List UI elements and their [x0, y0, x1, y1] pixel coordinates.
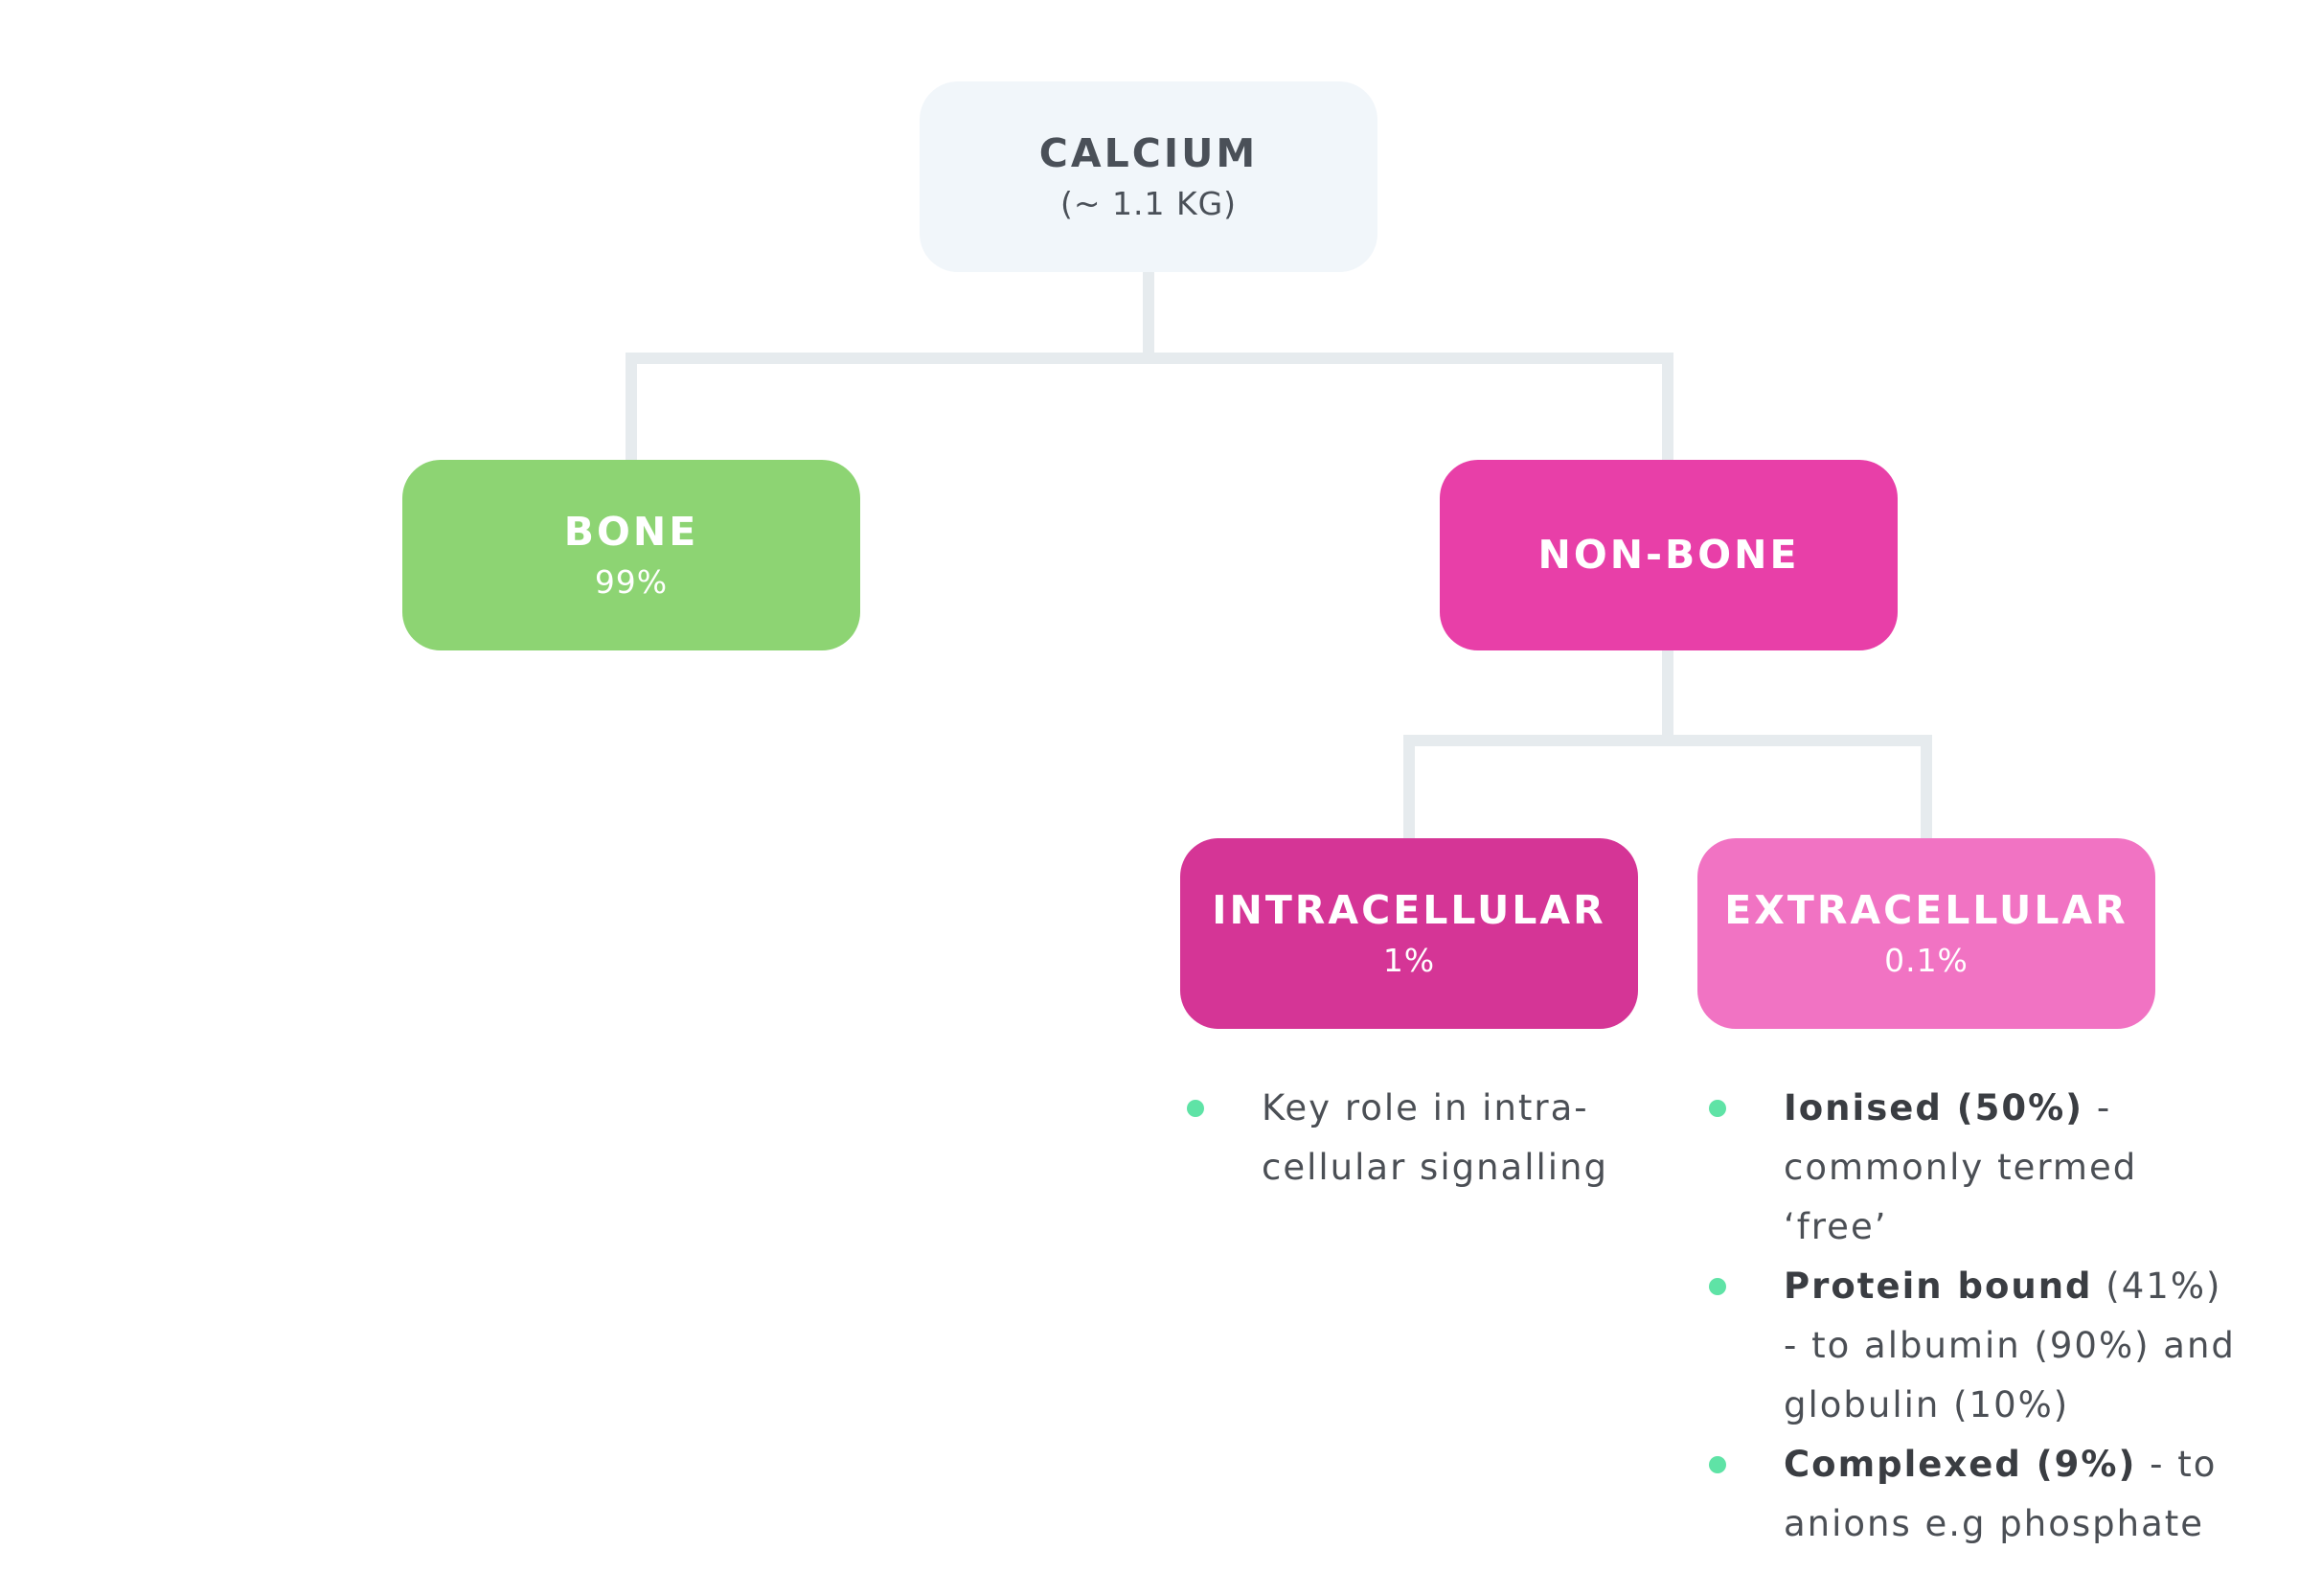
calcium-amount: (~ 1.1 KG) [1059, 185, 1238, 223]
note-text: Key role in intra-cellular signalling [1262, 1087, 1608, 1188]
note-detail: (41%) - to albumin (90%) and globulin (1… [1784, 1265, 2236, 1425]
intracellular-notes-list: Key role in intra-cellular signalling [1180, 1079, 1640, 1197]
list-item: Complexed (9%) - to anions e.g phosphate [1702, 1435, 2239, 1554]
extracellular-title: EXTRACELLULAR [1724, 887, 2128, 934]
intracellular-node: INTRACELLULAR 1% [1180, 838, 1638, 1029]
non-bone-node: NON-BONE [1440, 460, 1898, 650]
list-item: Ionised (50%) - commonly termed ‘free’ [1702, 1079, 2239, 1257]
note-term: Complexed (9%) [1784, 1444, 2137, 1485]
note-term: Ionised (50%) [1784, 1087, 2084, 1129]
note-term: Protein bound [1784, 1265, 2093, 1307]
extracellular-node: EXTRACELLULAR 0.1% [1697, 838, 2155, 1029]
extracellular-percentage: 0.1% [1884, 942, 1969, 980]
calcium-node: CALCIUM (~ 1.1 KG) [920, 81, 1377, 272]
intracellular-title: INTRACELLULAR [1212, 887, 1606, 934]
bullet-dot-icon [1709, 1278, 1726, 1295]
connector-nonbone-to-level2 [1403, 645, 1932, 844]
bone-node: BONE 99% [402, 460, 860, 650]
bone-percentage: 99% [594, 563, 669, 602]
note-detail: - commonly termed ‘free’ [1784, 1087, 2138, 1247]
bullet-dot-icon [1709, 1100, 1726, 1117]
intracellular-percentage: 1% [1382, 942, 1436, 980]
bone-title: BONE [563, 509, 699, 556]
bullet-dot-icon [1187, 1100, 1204, 1117]
note-detail: - to anions e.g phosphate [1784, 1444, 2218, 1544]
calcium-title: CALCIUM [1038, 130, 1259, 177]
bullet-dot-icon [1709, 1456, 1726, 1473]
list-item: Protein bound (41%) - to albumin (90%) a… [1702, 1257, 2239, 1435]
list-item: Key role in intra-cellular signalling [1180, 1079, 1640, 1197]
connector-calcium-to-level1 [626, 266, 1673, 466]
extracellular-notes-list: Ionised (50%) - commonly termed ‘free’ P… [1702, 1079, 2239, 1554]
non-bone-title: NON-BONE [1537, 531, 1800, 578]
